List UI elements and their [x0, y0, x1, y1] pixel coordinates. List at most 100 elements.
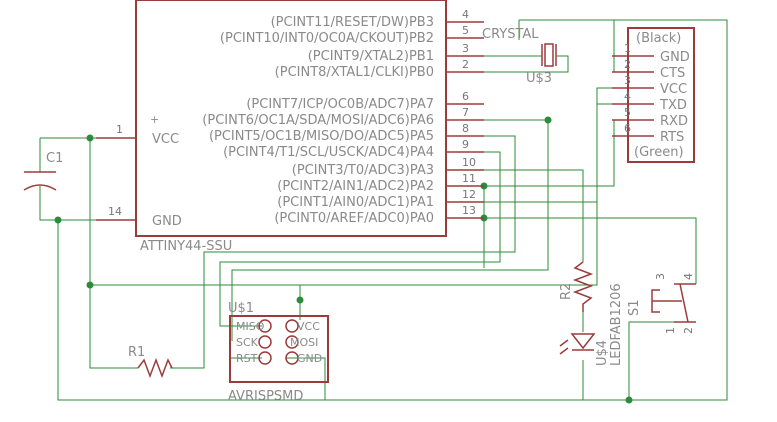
- mcu-pin-num: 4: [462, 8, 469, 21]
- isp-pad: [285, 351, 299, 365]
- isp-left-label: SCK: [236, 336, 259, 349]
- mcu-symbol: 1 14 + VCC GND ATTINY44-SSU 4 (PCINT11/R…: [96, 0, 484, 254]
- mcu-pin-num: 9: [462, 138, 469, 151]
- isp-pad: [285, 319, 299, 333]
- header-pin-num: 1: [624, 42, 631, 55]
- led-ref: U$4: [595, 340, 610, 366]
- header-pin: 6 RTS: [612, 122, 684, 145]
- mcu-pin-label: (PCINT2/AIN1/ADC2)PA2: [277, 179, 434, 194]
- switch-s1: 3 4 1 2 S1: [627, 273, 696, 334]
- mcu-pin-label: (PCINT1/AIN0/ADC1)PA1: [277, 195, 434, 210]
- wire-gnd-switch: [628, 321, 674, 400]
- isp-right-label: VCC: [297, 320, 320, 333]
- mcu-right-pins: 4 (PCINT11/RESET/DW)PB3 5 (PCINT10/INT0/…: [202, 8, 484, 226]
- isp-pad: [285, 335, 299, 349]
- isp-pad: [258, 319, 272, 333]
- mcu-plus-mark: +: [150, 113, 159, 126]
- resistor-r2: R2: [559, 261, 594, 312]
- mcu-vcc-label: VCC: [152, 132, 179, 147]
- wire-pa0: [446, 217, 697, 284]
- r1-name: R1: [128, 345, 145, 360]
- header-pin: 1 GND: [612, 42, 690, 65]
- mcu-pin: 9 (PCINT4/T1/SCL/USCK/ADC4)PA4: [223, 138, 484, 160]
- isp-right-label: GND: [297, 352, 322, 365]
- c1-name: C1: [46, 151, 63, 166]
- header-pin-label: CTS: [660, 66, 685, 81]
- mcu-pin-num: 6: [462, 90, 469, 103]
- wire-reset: [170, 251, 234, 369]
- capacitor-c1: C1: [23, 151, 63, 191]
- switch-contact: [679, 283, 689, 323]
- mcu-pin-num: 12: [462, 188, 476, 201]
- mcu-pin-label: (PCINT6/OC1A/SDA/MOSI/ADC6)PA6: [202, 113, 434, 128]
- mcu-gnd-label: GND: [152, 214, 182, 229]
- mcu-pin: 7 (PCINT6/OC1A/SDA/MOSI/ADC6)PA6: [202, 106, 484, 128]
- header-pin-label: TXD: [659, 98, 687, 113]
- mcu-pin: 3 (PCINT9/XTAL2)PB1: [308, 42, 484, 64]
- mcu-pin: 12 (PCINT1/AIN0/ADC1)PA1: [277, 188, 484, 210]
- header-bottom-label: (Green): [634, 145, 684, 160]
- crystal-ref: U$3: [526, 71, 552, 86]
- led-value: LEDFAB1206: [609, 283, 624, 366]
- mcu-pin: 5 (PCINT10/INT0/OC0A/CKOUT)PB2: [220, 24, 484, 46]
- crystal-name: CRYSTAL: [482, 27, 539, 42]
- r1-zigzag: [137, 357, 173, 379]
- header-pin: 2 CTS: [612, 58, 685, 81]
- header-pin: 3 VCC: [612, 74, 687, 97]
- switch-pin-1: 1: [664, 327, 677, 334]
- header-pin-label: VCC: [660, 82, 687, 97]
- header-pin-num: 6: [624, 122, 631, 135]
- isp-ref: U$1: [228, 301, 254, 316]
- header-body: [627, 27, 695, 163]
- header-top-label: (Black): [636, 31, 681, 46]
- isp-right-label: MOSI: [290, 336, 318, 349]
- wire-mosi: [231, 119, 549, 341]
- led-u4: U$4 LEDFAB1206: [559, 283, 624, 366]
- switch-pin-4: 4: [682, 273, 695, 280]
- junction-vcc-2: [86, 281, 94, 289]
- isp-body: [229, 315, 329, 383]
- junction-gnd-1: [54, 216, 62, 224]
- header-pin-label: RTS: [660, 130, 684, 145]
- header-pin-label: RXD: [660, 114, 688, 129]
- junction-vcc-3: [296, 296, 304, 304]
- mcu-pin-num: 8: [462, 122, 469, 135]
- mcu-pin-label: (PCINT3/T0/ADC3)PA3: [292, 163, 434, 178]
- wire-sck: [219, 151, 501, 327]
- mcu-pin: 8 (PCINT5/OC1B/MISO/DO/ADC5)PA5: [209, 122, 484, 144]
- led-ray-1: [559, 339, 569, 347]
- wire-pb0: [446, 55, 569, 73]
- junctions: [54, 116, 633, 404]
- header-pin: 5 RXD: [612, 106, 688, 129]
- header-pin: 4 TXD: [612, 90, 687, 113]
- mcu-pin-num: 11: [462, 172, 476, 185]
- mcu-pin-label: (PCINT7/ICP/OC0B/ADC7)PA7: [246, 97, 434, 112]
- wire-gnd-isp: [286, 357, 326, 400]
- mcu-pin-num: 13: [462, 204, 476, 217]
- r2-name: R2: [559, 283, 574, 300]
- isp-left-label: RST: [236, 352, 258, 365]
- isp-pad: [258, 351, 272, 365]
- mcu-gnd-num: 14: [108, 205, 122, 218]
- header-pin-num: 4: [624, 90, 631, 103]
- junction-vcc-1: [86, 134, 94, 142]
- header-pin-num: 2: [624, 58, 631, 71]
- isp-header: U$1 AVRISPSMD MISO SCK RST VCC MOSI GND: [228, 301, 329, 404]
- mcu-pin-num: 5: [462, 24, 469, 37]
- mcu-pin: 13 (PCINT0/AREF/ADC0)PA0: [274, 204, 484, 226]
- mcu-pin: 2 (PCINT8/XTAL1/CLKI)PB0: [275, 58, 484, 80]
- junction-pa6: [544, 116, 552, 124]
- crystal-body: [544, 43, 554, 67]
- isp-value: AVRISPSMD: [228, 389, 303, 404]
- ftdi-header: (Black) (Green) 1 GND 2 CTS 3 VCC 4 TXD …: [612, 27, 695, 163]
- isp-left-label: MISO: [236, 320, 265, 333]
- junction-gnd-2: [625, 396, 633, 404]
- r2-zigzag: [572, 261, 594, 312]
- switch-pin-2: 2: [682, 327, 695, 334]
- crystal-symbol: CRYSTAL U$3: [482, 27, 557, 86]
- mcu-pin-num: 2: [462, 58, 469, 71]
- mcu-pin-num: 7: [462, 106, 469, 119]
- wire-vcc-down: [89, 138, 138, 369]
- resistor-r1: R1: [128, 345, 173, 379]
- switch-pin-3: 3: [654, 273, 667, 280]
